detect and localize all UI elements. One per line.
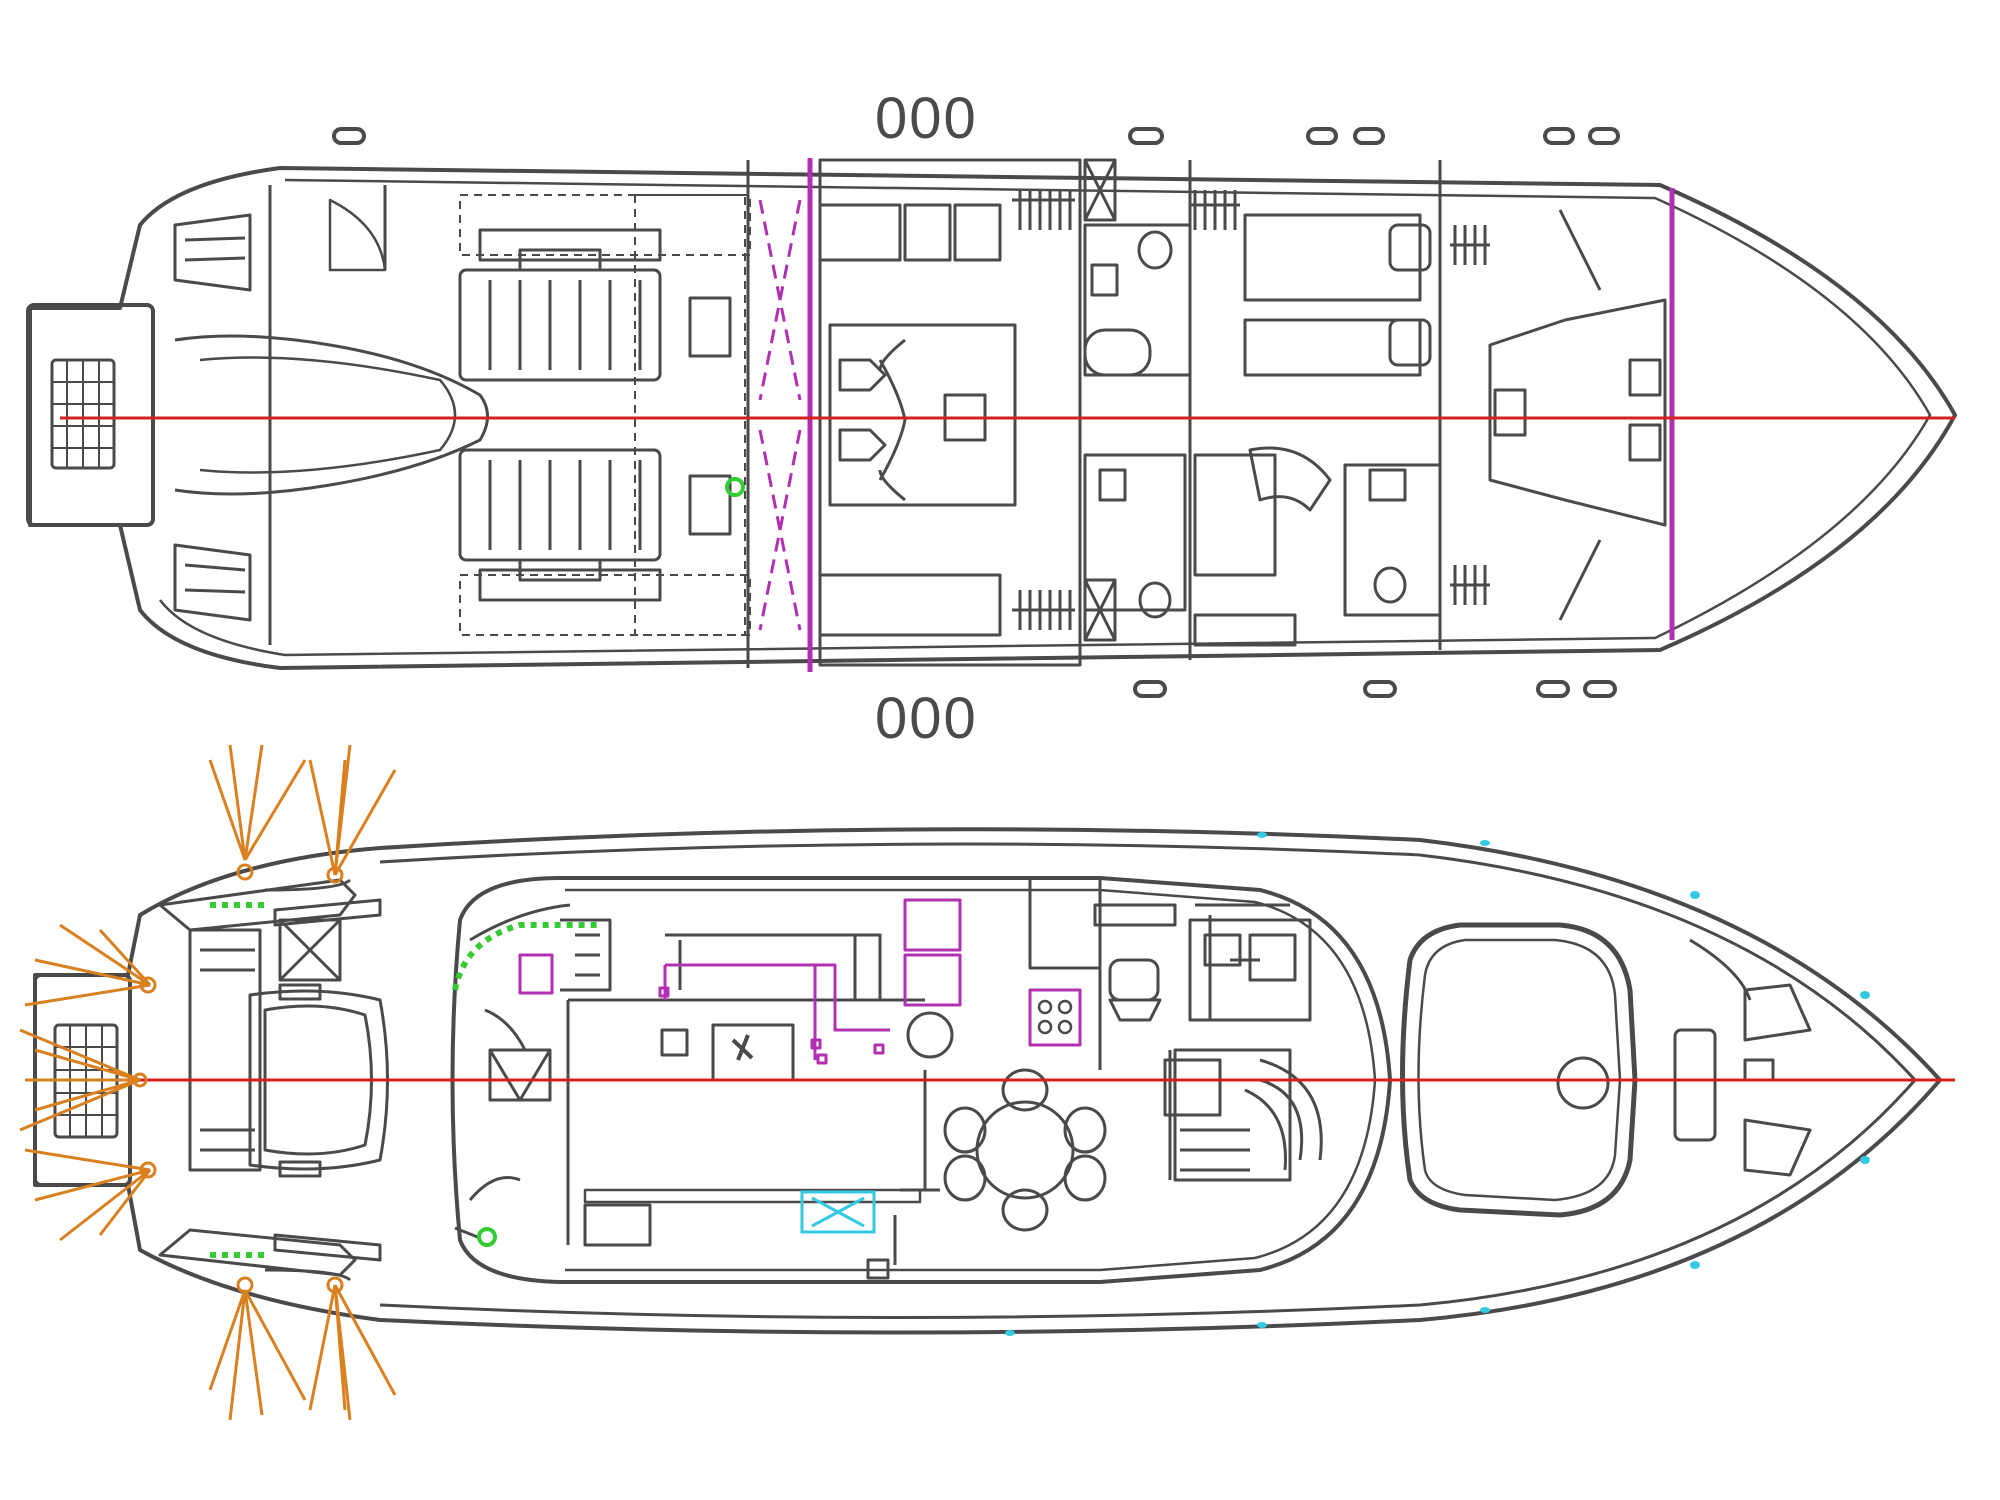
deck-light-points	[1005, 832, 1870, 1336]
galley-hob	[1037, 999, 1073, 1035]
bilge-pump-marker	[725, 477, 745, 497]
port-engine	[458, 228, 732, 382]
lower-cleats	[332, 127, 1620, 698]
tank-bracing	[758, 199, 802, 631]
forward-staircase	[1163, 1058, 1323, 1172]
lower-hull-inner	[159, 178, 1932, 657]
saloon-outline	[450, 876, 1392, 1284]
hanger-rails	[1012, 190, 1490, 630]
foredeck-sunpad	[1400, 922, 1638, 1218]
foredeck-hatch	[1556, 1056, 1610, 1110]
galley-sink	[906, 1011, 954, 1059]
deck-fill-marker	[477, 1227, 497, 1247]
aft-settee-base	[583, 1188, 922, 1204]
stern-steps	[173, 213, 252, 622]
main-deck-plan	[33, 827, 1955, 1335]
fenders-top-row: 000	[875, 86, 978, 151]
underwater-light-beams	[19, 744, 397, 1421]
cockpit-grating	[583, 1203, 652, 1247]
transom-grate-grid	[52, 360, 114, 468]
master-cabin	[818, 158, 1082, 667]
engine-room-door	[328, 198, 387, 272]
side-table	[660, 1028, 689, 1057]
swim-platform	[26, 303, 155, 527]
starboard-engine	[458, 448, 732, 602]
helm-station	[1093, 903, 1312, 1022]
guest-area	[1083, 160, 1442, 660]
lower-deck-plan	[26, 127, 1957, 698]
jet-tunnel-inner	[199, 356, 457, 474]
saloon-sofa	[665, 933, 882, 1002]
dining-set	[943, 1068, 1107, 1232]
lower-hull-outline	[28, 166, 1957, 670]
saloon-table	[711, 1023, 795, 1082]
led-strips	[210, 902, 600, 1258]
jet-tunnel	[174, 334, 489, 496]
main-hull-outline	[33, 827, 1942, 1335]
table-marker	[731, 1034, 754, 1061]
foredeck-sunpad-inner	[1417, 938, 1622, 1202]
engine-room-dashed-frames	[459, 194, 751, 636]
galley-units	[658, 898, 1082, 1065]
fenders-bottom-row: 000	[875, 686, 978, 751]
crossed-lockers	[1083, 158, 1117, 642]
aft-staircase	[454, 903, 612, 1240]
aft-cockpit	[158, 878, 389, 1282]
forward-cabin	[1488, 209, 1667, 621]
bow-lockers	[1673, 938, 1812, 1177]
ice-maker-unit	[800, 1190, 876, 1234]
aft-locker	[866, 1258, 890, 1280]
